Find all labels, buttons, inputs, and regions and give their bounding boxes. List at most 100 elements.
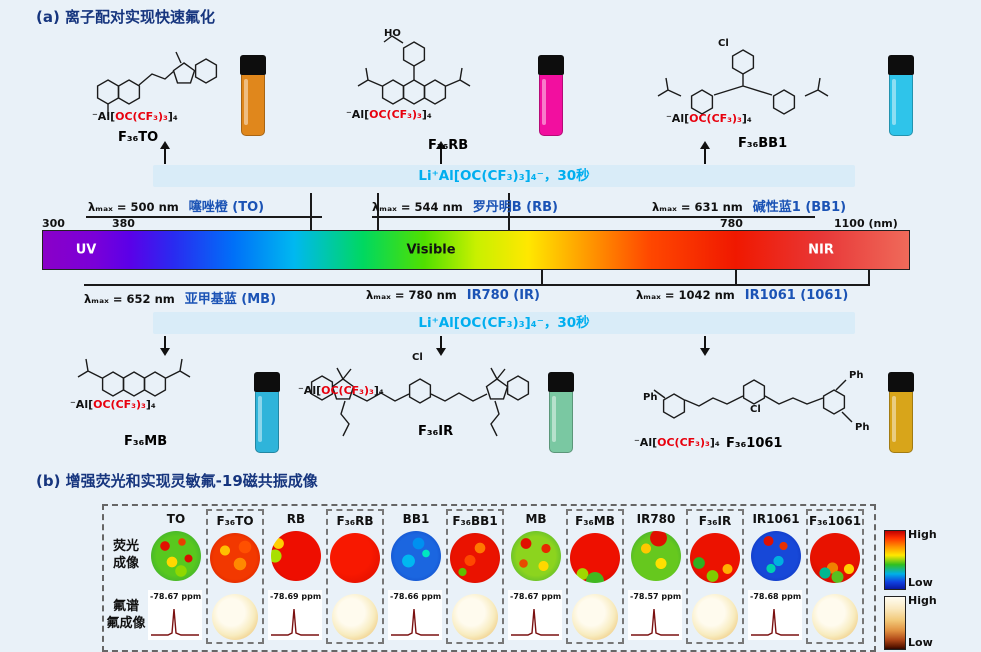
dye-label-group: λₘₐₓ = 1042 nm IR1061 (1061) xyxy=(636,288,848,303)
fluorescence-image xyxy=(511,531,561,581)
compound-name: F₃₆BB1 xyxy=(738,136,788,151)
colorbar-high-label: High xyxy=(908,594,937,607)
fluorescence-image xyxy=(631,531,681,581)
anion-label: ⁻Al[OC(CF₃)₃]₄ xyxy=(298,384,384,397)
dye-name-label: 亚甲基蓝 (MB) xyxy=(184,292,277,307)
f19-mri-image xyxy=(212,594,258,640)
nir-region-label: NIR xyxy=(808,242,834,258)
dye-name-label: 罗丹明B (RB) xyxy=(472,200,558,215)
dye-name-label: IR1061 (1061) xyxy=(744,288,849,303)
atom-label-ph: Ph xyxy=(849,370,864,381)
fluorescence-image xyxy=(210,533,260,583)
connector-line xyxy=(372,216,540,218)
lambda-max-label: λₘₐₓ = 780 nm xyxy=(366,288,457,302)
column-label: BB1 xyxy=(402,512,430,526)
reaction-condition-banner-bottom: Li⁺Al[OC(CF₃)₃]₄⁻，30秒 xyxy=(153,312,855,334)
down-arrow xyxy=(700,336,710,356)
imaging-panel-box xyxy=(102,504,876,652)
imaging-pair: IR780 -78.57 ppm F₃₆IR xyxy=(628,509,744,644)
structure-f36ir xyxy=(310,367,530,437)
fluorescence-colorbar xyxy=(884,530,906,590)
lambda-max-label: λₘₐₓ = 1042 nm xyxy=(636,288,735,302)
imaging-pair: IR1061 -78.68 ppm F₃₆1061 xyxy=(748,509,864,644)
ppm-label: -78.66 ppm xyxy=(390,592,442,601)
structure-f36rb xyxy=(357,35,471,105)
visible-region-label: Visible xyxy=(406,242,456,258)
vial-liquid xyxy=(255,392,279,453)
vial-f36rb xyxy=(538,55,564,139)
compound-name: F₃₆MB xyxy=(124,434,168,449)
f19-mri-image xyxy=(812,594,858,640)
lambda-max-label: λₘₐₓ = 544 nm xyxy=(372,200,463,214)
nmr-spectrum: -78.67 ppm xyxy=(508,590,562,640)
ppm-label: -78.67 ppm xyxy=(150,592,202,601)
reaction-condition-banner-top: Li⁺Al[OC(CF₃)₃]₄⁻，30秒 xyxy=(153,165,855,187)
vial-f361061 xyxy=(888,372,914,456)
compound-name: F₃₆TO xyxy=(118,130,159,145)
atom-label-cl: Cl xyxy=(718,38,729,49)
dye-label-group: λₘₐₓ = 780 nm IR780 (IR) xyxy=(366,288,540,303)
lambda-max-label: λₘₐₓ = 652 nm xyxy=(84,292,175,306)
fluorescence-image xyxy=(570,533,620,583)
compound-name: F₃₆1061 xyxy=(726,436,783,451)
anion-label: ⁻Al[OC(CF₃)₃]₄ xyxy=(634,436,720,449)
structure-f36bb1 xyxy=(657,49,829,115)
dye-label-group: λₘₐₓ = 631 nm 碱性蓝1 (BB1) xyxy=(652,196,846,215)
dye-name-label: IR780 (IR) xyxy=(466,288,540,303)
connector-line xyxy=(868,268,870,285)
panel-a-title: (a) 离子配对实现快速氟化 xyxy=(36,8,216,26)
vial-cap xyxy=(888,55,914,75)
column-label: F₃₆MB xyxy=(575,514,615,528)
vial-cap xyxy=(254,372,280,392)
column-label: RB xyxy=(286,512,306,526)
fluorescence-image xyxy=(151,531,201,581)
fluorinated-column-box: F₃₆RB xyxy=(326,509,384,644)
vial-f36to xyxy=(240,55,266,139)
vial-liquid xyxy=(539,75,563,136)
f19-mri-image xyxy=(692,594,738,640)
atom-label-ho: HO xyxy=(384,28,401,39)
ppm-label: -78.68 ppm xyxy=(750,592,802,601)
column-label: TO xyxy=(166,512,186,526)
colorbar-high-label: High xyxy=(908,528,937,541)
wavelength-tick: 780 xyxy=(720,217,743,230)
anion-label: ⁻Al[OC(CF₃)₃]₄ xyxy=(346,108,432,121)
atom-label-ph: Ph xyxy=(855,422,870,433)
wavelength-tick: 1100 (nm) xyxy=(834,217,898,230)
up-arrow xyxy=(160,141,170,164)
f19-mri-image xyxy=(452,594,498,640)
f19-mri-image xyxy=(332,594,378,640)
connector-line xyxy=(377,193,379,230)
structure-f36mb xyxy=(77,358,191,397)
fluorinated-column-box: F₃₆TO xyxy=(206,509,264,644)
column-label: F₃₆TO xyxy=(216,514,254,528)
connector-line xyxy=(508,193,510,230)
column-label: IR780 xyxy=(636,512,676,526)
imaging-pair: MB -78.67 ppm F₃₆MB xyxy=(508,509,624,644)
fluorescence-image xyxy=(391,531,441,581)
fluorinated-column-box: F₃₆IR xyxy=(686,509,744,644)
compound-name: F₃₆IR xyxy=(418,424,454,439)
dye-label-group: λₘₐₓ = 544 nm 罗丹明B (RB) xyxy=(372,196,558,215)
anion-label: ⁻Al[OC(CF₃)₃]₄ xyxy=(666,112,752,125)
f19-colorbar xyxy=(884,596,906,650)
column-label: IR1061 xyxy=(752,512,800,526)
column-label: F₃₆RB xyxy=(336,514,374,528)
down-arrow xyxy=(160,336,170,356)
imaging-pair: RB -78.69 ppm F₃₆RB xyxy=(268,509,384,644)
down-arrow xyxy=(436,336,446,356)
connector-line xyxy=(84,284,870,286)
anion-label: ⁻Al[OC(CF₃)₃]₄ xyxy=(92,110,178,123)
vial-cap xyxy=(548,372,574,392)
nmr-spectrum: -78.57 ppm xyxy=(628,590,682,640)
vial-liquid xyxy=(241,75,265,136)
vial-f36bb1 xyxy=(888,55,914,139)
vial-liquid xyxy=(889,75,913,136)
connector-line xyxy=(86,216,322,218)
nmr-spectrum: -78.69 ppm xyxy=(268,590,322,640)
fluorescence-image xyxy=(330,533,380,583)
nmr-peak xyxy=(631,608,679,636)
wavelength-tick: 380 xyxy=(112,217,135,230)
column-label: F₃₆BB1 xyxy=(452,514,498,528)
wavelength-tick: 300 xyxy=(42,217,65,230)
